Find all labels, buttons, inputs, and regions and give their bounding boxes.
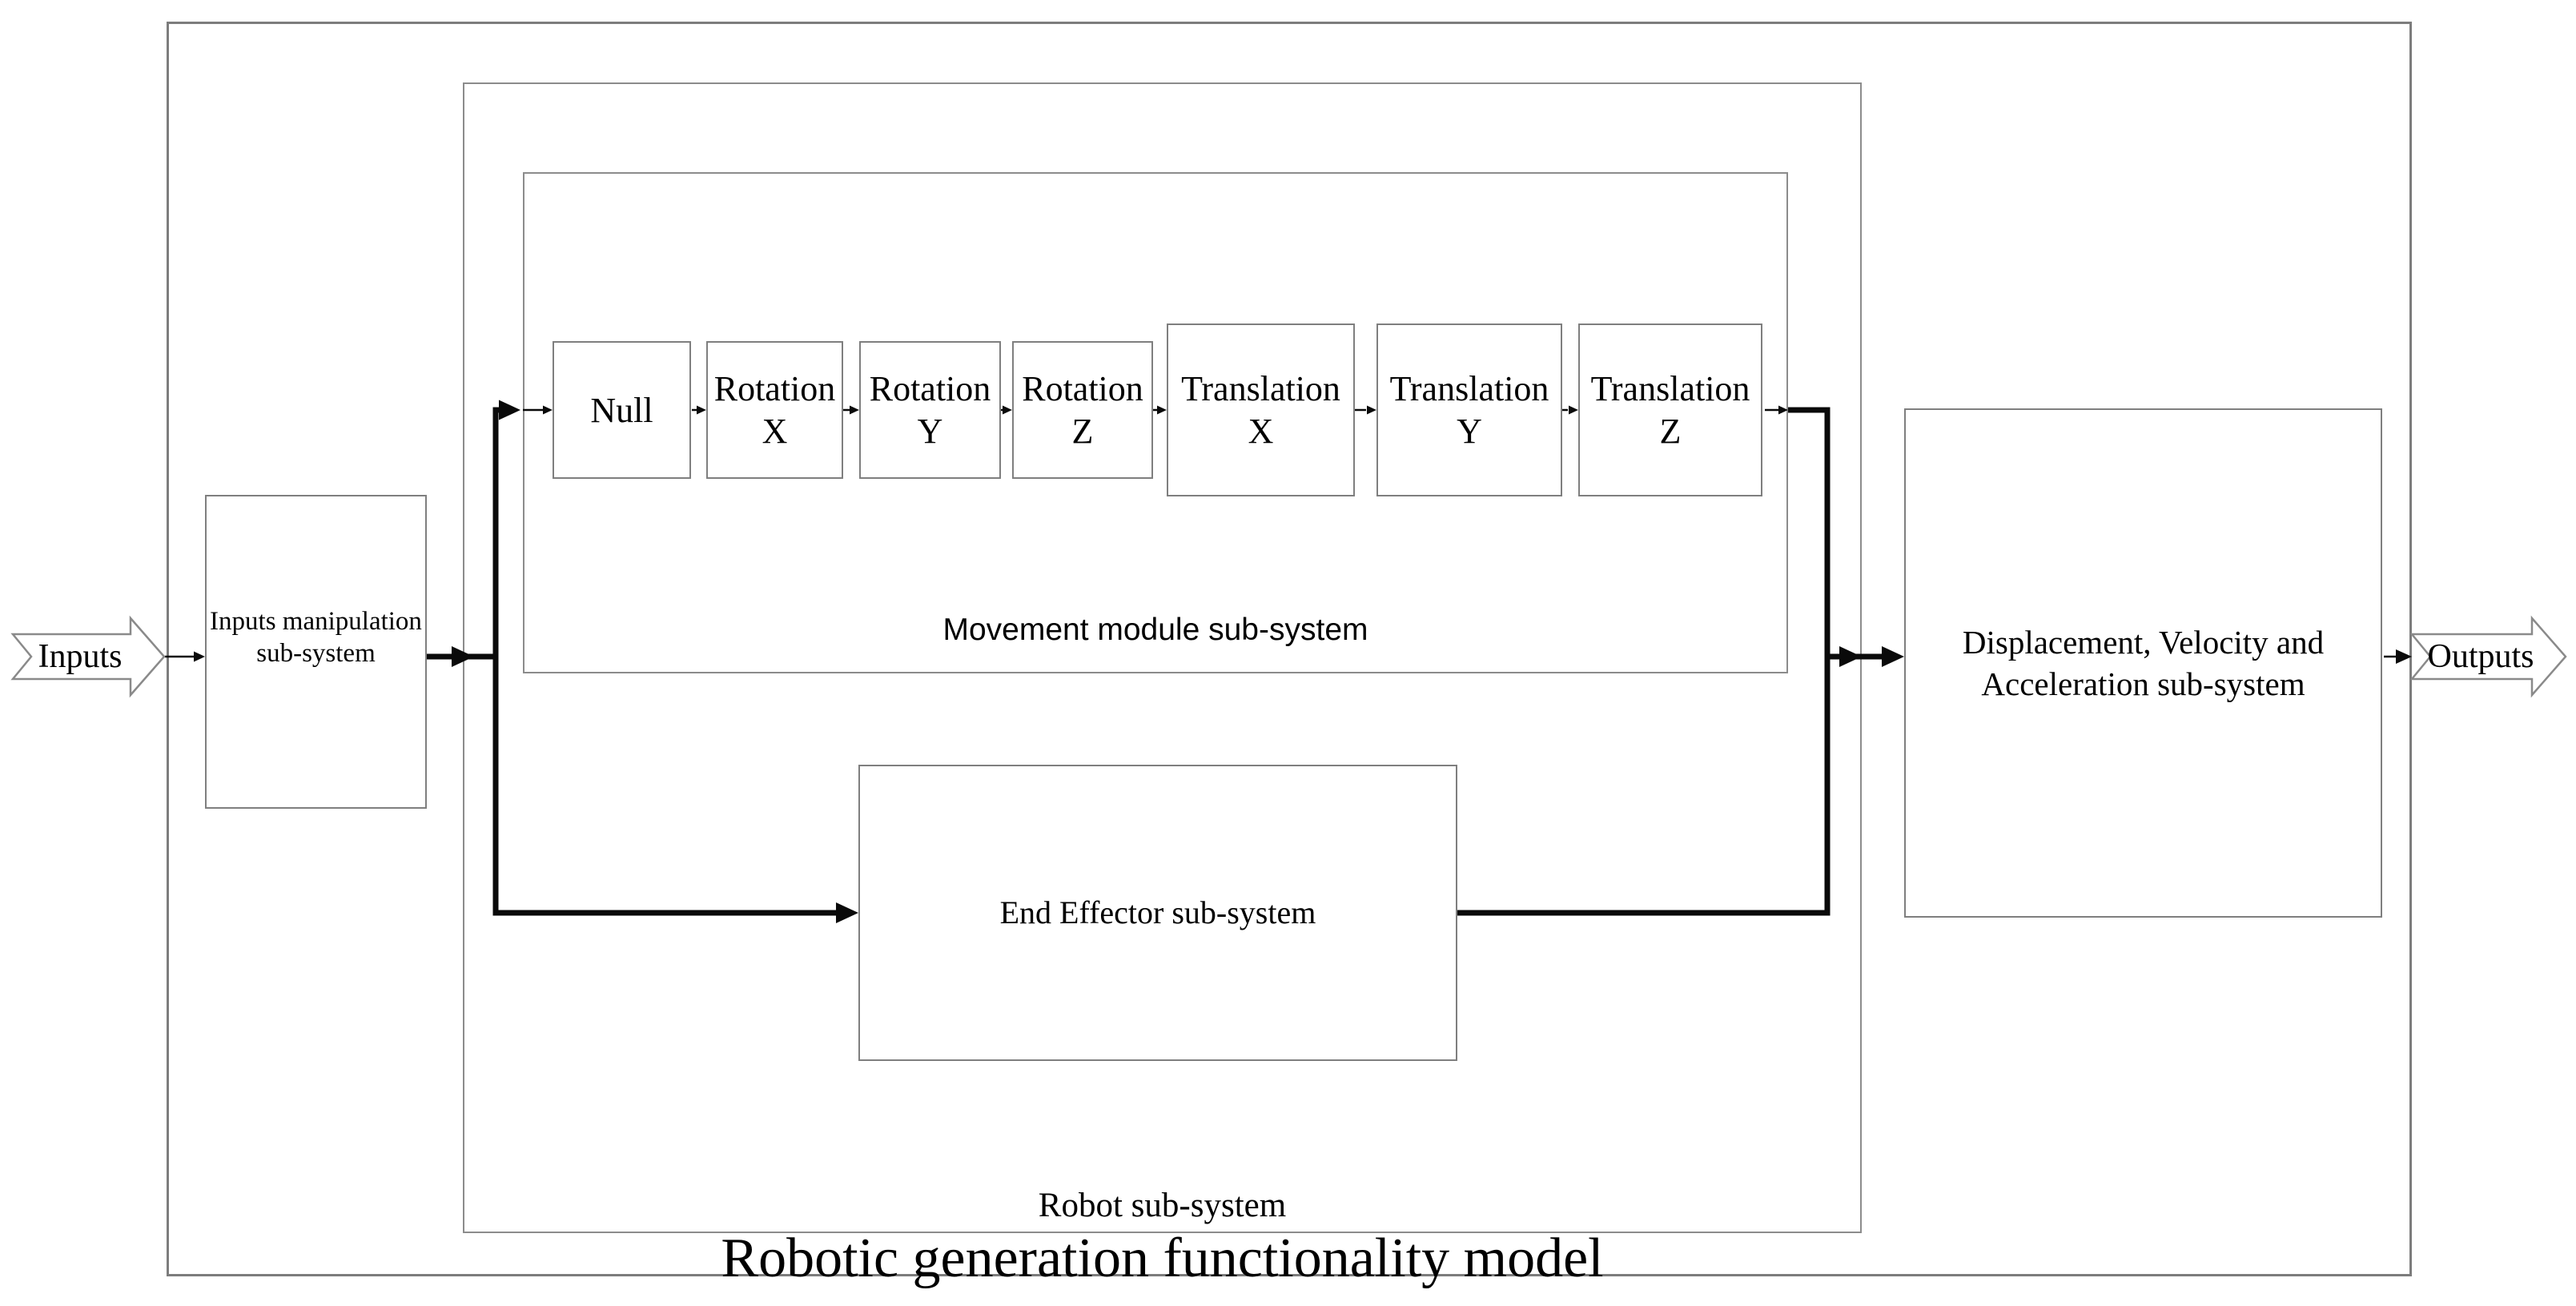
dva-box: Displacement, Velocity and Acceleration … xyxy=(1904,408,2382,918)
translation-y-box: Translation Y xyxy=(1376,323,1562,496)
rotation-y-label-line2: Y xyxy=(917,412,943,451)
arrowhead-into-null xyxy=(543,405,553,415)
rotation-z-label-line1: Rotation xyxy=(1022,369,1143,408)
rotation-z-label-line2: Z xyxy=(1071,412,1094,451)
outputs-chevron-shape xyxy=(2409,615,2567,698)
movement-module-label: Movement module sub-system xyxy=(942,613,1368,647)
inputs-manipulation-box: Inputs manipulation sub-system xyxy=(205,495,427,809)
translation-y-label-line2: Y xyxy=(1457,412,1482,451)
wire-left-branch xyxy=(492,407,838,916)
arrowhead-chain-2 xyxy=(850,405,859,415)
arrowhead-into-dva xyxy=(1882,646,1904,667)
arrowhead-chain-3 xyxy=(1003,405,1012,415)
end-effector-label: End Effector sub-system xyxy=(999,894,1316,930)
null-label: Null xyxy=(590,390,653,430)
translation-z-box: Translation Z xyxy=(1578,323,1762,496)
rotation-z-box: Rotation Z xyxy=(1012,341,1153,479)
outputs-chevron-label: Outputs xyxy=(2427,638,2534,675)
robot-subsystem-label: Robot sub-system xyxy=(1038,1187,1287,1224)
arrowhead-into-movement xyxy=(499,400,520,420)
rotation-y-label-line1: Rotation xyxy=(869,369,991,408)
translation-x-label-line2: X xyxy=(1248,412,1274,451)
translation-z-label-line2: Z xyxy=(1659,412,1682,451)
arrowhead-dva-out xyxy=(2396,649,2412,664)
wire-right-branch xyxy=(1457,407,1831,916)
rotation-x-label-line1: Rotation xyxy=(713,369,836,408)
arrowhead-at-robot-border xyxy=(1839,646,1862,667)
arrowhead-chain-4 xyxy=(1157,405,1167,415)
rotation-y-box: Rotation Y xyxy=(859,341,1001,479)
inputs-chevron-label: Inputs xyxy=(38,638,123,675)
translation-y-label-line1: Translation xyxy=(1389,369,1549,408)
arrowhead-chain-6 xyxy=(1569,405,1578,415)
dva-label-line1: Displacement, Velocity and xyxy=(1962,624,2325,661)
inputs-manipulation-label-line2: sub-system xyxy=(256,639,376,668)
diagram-title: Robotic generation functionality model xyxy=(721,1228,1604,1289)
inputs-chevron-shape xyxy=(10,615,166,698)
translation-z-label-line1: Translation xyxy=(1590,369,1750,408)
arrowhead-chain-1 xyxy=(697,405,706,415)
arrowhead-chain-5 xyxy=(1367,405,1376,415)
end-effector-box: End Effector sub-system xyxy=(858,765,1457,1061)
inputs-manipulation-label-line1: Inputs manipulation xyxy=(210,607,422,636)
translation-x-label-line1: Translation xyxy=(1181,369,1340,408)
rotation-x-label-line2: X xyxy=(762,412,788,451)
arrowhead-manipulation-out xyxy=(452,646,474,667)
arrowhead-chain-out xyxy=(1778,405,1788,415)
null-box: Null xyxy=(553,341,691,479)
arrowhead-into-manipulation xyxy=(194,651,205,662)
dva-label-line2: Acceleration sub-system xyxy=(1981,665,2305,702)
rotation-x-box: Rotation X xyxy=(706,341,843,479)
translation-x-box: Translation X xyxy=(1167,323,1355,496)
arrowhead-into-endeffector xyxy=(836,902,858,923)
